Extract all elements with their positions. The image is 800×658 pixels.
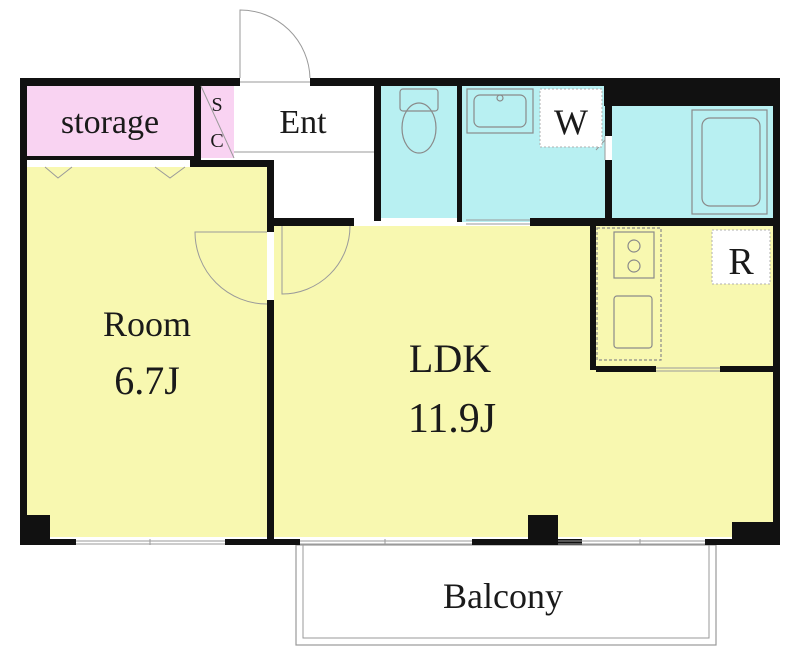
storage-label: storage xyxy=(61,104,159,141)
fridge-space xyxy=(711,229,771,285)
ldk-area xyxy=(274,226,774,537)
kitchen-opening xyxy=(656,367,720,372)
walls xyxy=(20,78,780,545)
washer-label: W xyxy=(554,102,588,142)
room-label: Room xyxy=(103,304,191,344)
entrance-label: Ent xyxy=(279,104,327,141)
storage-area xyxy=(27,86,194,156)
sc-label-top: S xyxy=(211,94,222,116)
storage-doors xyxy=(44,166,186,179)
ldk-door xyxy=(281,225,351,295)
sc-door xyxy=(200,85,235,159)
washbasin-fixture xyxy=(466,88,534,134)
ldk-size: 11.9J xyxy=(408,396,496,442)
ldk-label: LDK xyxy=(409,336,491,381)
toilet-area xyxy=(381,86,457,218)
windows xyxy=(76,539,705,545)
entrance-door xyxy=(239,9,311,83)
washroom-door xyxy=(466,219,530,225)
room-area xyxy=(27,167,267,537)
washer-space xyxy=(539,88,603,148)
bath-area xyxy=(612,106,774,218)
toilet-fixture xyxy=(399,88,439,154)
sc-label-bottom: C xyxy=(210,130,223,152)
fridge-label: R xyxy=(728,241,754,283)
kitchen-counter xyxy=(596,227,662,361)
room-size: 6.7J xyxy=(114,358,180,403)
room-door xyxy=(194,231,268,305)
balcony-label: Balcony xyxy=(443,576,563,616)
stove-icon xyxy=(613,231,655,279)
bathtub-fixture xyxy=(691,109,768,215)
